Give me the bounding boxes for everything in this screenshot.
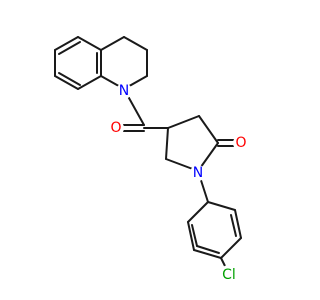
bond [58,41,81,55]
bond [230,214,237,237]
bond [54,36,79,51]
atom-label-n1: N [119,83,129,99]
bond [167,115,200,129]
bond [220,237,242,259]
molecule-diagram: N O O N Cl [54,36,249,285]
atom-labels: N O O N Cl [108,83,249,285]
bond [54,75,79,90]
bond [187,221,195,251]
atom-o-amide: O [108,120,124,136]
bond [198,115,219,144]
atom-label-cl: Cl [222,267,236,283]
bond [196,245,220,254]
atom-cl: Cl [219,265,239,285]
bonds [54,36,242,269]
bond [207,201,236,211]
bond [165,127,169,160]
atom-o-lactam: O [233,135,249,151]
atom-label-n2: N [193,165,203,181]
bond [193,249,222,259]
bond [191,224,198,247]
bond [100,36,125,51]
atom-n-quinoline: N [116,83,132,99]
bond [58,72,81,86]
bond [234,209,242,239]
bond [187,201,209,223]
bond [77,36,102,51]
atom-label-o1: O [110,120,121,136]
bond [77,75,102,90]
atom-label-o2: O [235,135,246,151]
bond [123,36,148,51]
atom-n-pyrrolidinone: N [190,165,206,181]
